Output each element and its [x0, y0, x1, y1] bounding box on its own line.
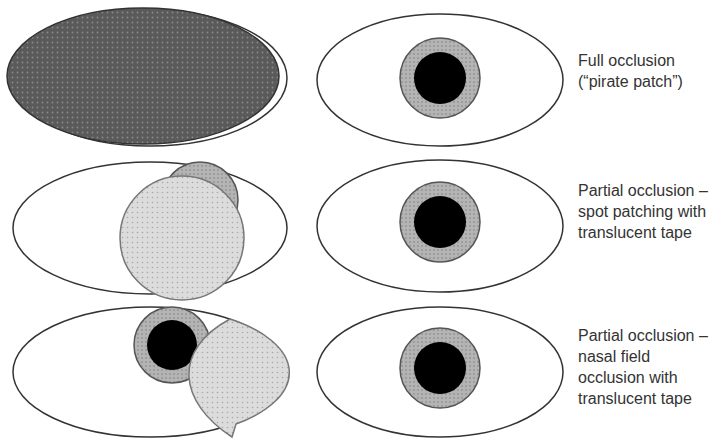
- caption-label: Full occlusion (“pirate patch”): [578, 50, 716, 92]
- eye-outline: [317, 160, 563, 292]
- full-occlusion-eyes: [7, 8, 563, 146]
- caption-label: Partial occlusion – nasal field occlusio…: [578, 325, 716, 409]
- spot-patch-eyes: [13, 160, 563, 300]
- pupil: [147, 320, 197, 370]
- caption-label: Partial occlusion – spot patching with t…: [578, 180, 716, 243]
- eye-outline: [317, 14, 563, 146]
- nasal-occlusion-eyes: [13, 307, 563, 437]
- iris: [400, 182, 480, 262]
- pupil: [414, 342, 466, 394]
- pupil: [414, 52, 466, 104]
- iris: [400, 38, 480, 118]
- pirate-patch: [7, 8, 279, 144]
- spot-patch: [120, 176, 244, 300]
- nasal-patch: [189, 319, 289, 437]
- iris: [400, 328, 480, 408]
- pupil: [414, 196, 466, 248]
- eye-outline: [317, 307, 563, 437]
